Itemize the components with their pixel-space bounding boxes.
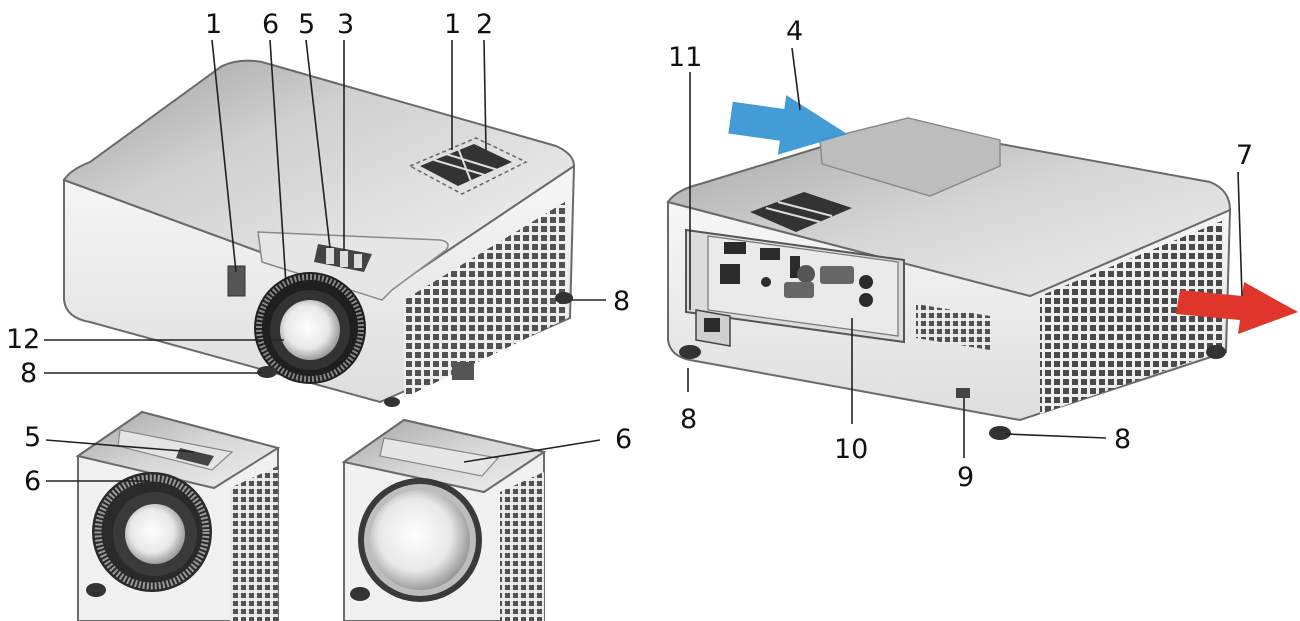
front-adjust-foot [452, 362, 474, 380]
rear-side-vent [1040, 220, 1224, 414]
callout-rear-9: 9 [957, 462, 974, 493]
front-foot-right [555, 292, 573, 304]
callout-rear-4: 4 [786, 16, 803, 47]
detail-right-leader [463, 439, 601, 463]
rear-callouts: 11 4 7 8 8 10 9 [668, 16, 1253, 493]
front-leaders [44, 39, 606, 374]
front-ir-receiver [227, 265, 246, 297]
front-lens [254, 272, 366, 384]
callout-front-3: 3 [337, 9, 354, 40]
rear-foot-right [1206, 345, 1226, 359]
callout-front-12: 12 [6, 324, 40, 355]
rear-top-recess [819, 117, 1001, 197]
rear-view-projector [666, 117, 1232, 440]
rear-keypad [750, 192, 852, 232]
callout-front-6: 6 [262, 9, 279, 40]
detail-right-projector [341, 418, 547, 621]
front-top-surface [62, 59, 576, 298]
callout-front-8a: 8 [613, 286, 630, 317]
rear-io-ports [720, 242, 873, 307]
callout-front-1b: 1 [444, 9, 461, 40]
rear-foot-front [989, 426, 1011, 440]
front-foot-left [257, 366, 277, 378]
callout-detail-left-5: 5 [24, 422, 41, 453]
callout-front-1a: 1 [205, 9, 222, 40]
callout-front-5: 5 [298, 9, 315, 40]
front-view-projector [62, 59, 576, 407]
callout-rear-8b: 8 [1114, 424, 1131, 455]
detail-left-leaders [45, 439, 195, 482]
rear-foot-left [679, 345, 701, 359]
rear-leaders [687, 47, 1243, 458]
callout-front-2: 2 [476, 9, 493, 40]
airflow-in-arrow [728, 95, 848, 155]
rear-small-vent [916, 304, 990, 350]
callout-detail-left-6: 6 [24, 466, 41, 497]
front-foot-front [384, 397, 400, 407]
rear-security-lock [956, 388, 970, 398]
callout-rear-11: 11 [668, 42, 702, 73]
front-keypad [408, 137, 528, 195]
callout-detail-right-6: 6 [615, 424, 632, 455]
callout-rear-10: 10 [834, 434, 868, 465]
airflow-out-arrow [1176, 282, 1298, 334]
callout-rear-7: 7 [1236, 140, 1253, 171]
callout-front-8b: 8 [20, 358, 37, 389]
callout-rear-8a: 8 [680, 404, 697, 435]
front-zoom-focus-slider [314, 244, 372, 272]
detail-left-projector [75, 410, 281, 621]
front-side-vent [404, 200, 568, 398]
front-callouts: 1 6 5 3 1 2 8 12 8 [6, 9, 630, 389]
